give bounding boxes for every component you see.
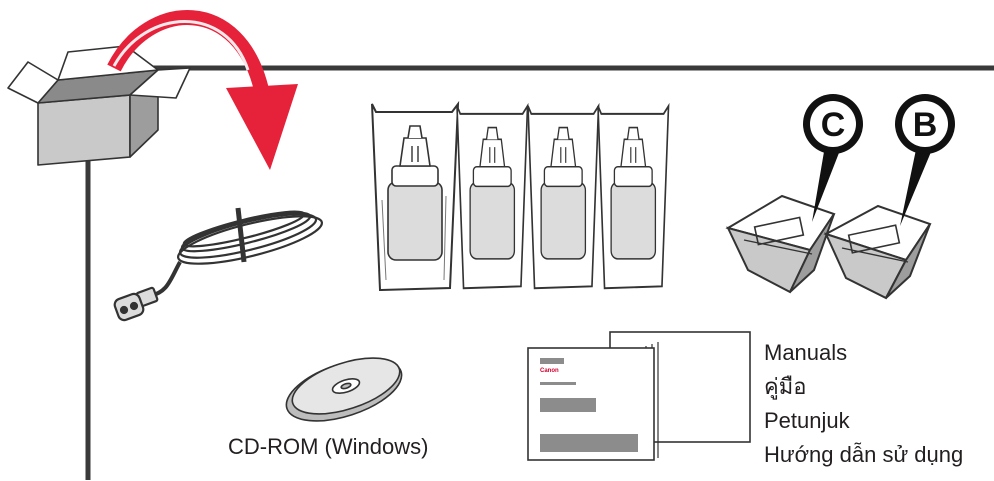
manuals-stack-icon: Canon	[528, 332, 750, 460]
cartridge-b-letter: B	[913, 106, 938, 144]
manual-logo: Canon	[540, 368, 559, 374]
ink-bottle-icon	[372, 104, 458, 290]
manuals-label-vi: Hướng dẫn sử dụng	[764, 438, 963, 472]
ink-bottle-icon	[598, 106, 669, 288]
cd-rom-icon	[279, 347, 409, 434]
power-cord-icon	[113, 205, 326, 322]
cd-rom-label: CD-ROM (Windows)	[228, 436, 428, 458]
manuals-label-th: คู่มือ	[764, 370, 963, 404]
cartridge-c-letter: C	[821, 106, 846, 144]
open-box-icon	[8, 46, 190, 165]
ink-bottle-icon	[457, 106, 528, 288]
manuals-label-list: Manuals คู่มือ Petunjuk Hướng dẫn sử dụn…	[764, 336, 963, 472]
manuals-label-id: Petunjuk	[764, 404, 963, 438]
ink-bottles	[372, 104, 669, 290]
ink-bottle-icon	[528, 106, 599, 288]
manuals-label-en: Manuals	[764, 336, 963, 370]
